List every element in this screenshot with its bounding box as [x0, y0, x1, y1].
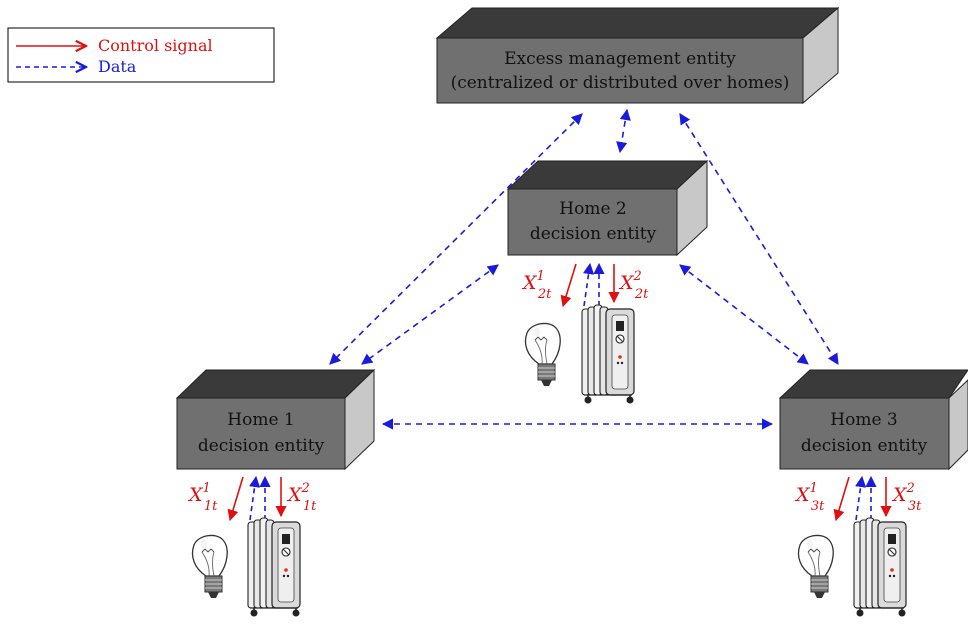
legend-data-label: Data: [98, 57, 137, 76]
home-2-subtitle: decision entity: [530, 224, 657, 244]
home-3-subtitle: decision entity: [801, 436, 928, 456]
home-3-data-bulb: [855, 475, 867, 521]
link-excess-home3: [679, 113, 839, 365]
light-bulb-icon: [524, 322, 561, 387]
home-1-control-bulb: [227, 476, 244, 522]
home-1-box-front: [176, 397, 346, 470]
legend-frame: [7, 27, 275, 83]
home-1-box: Home 1 decision entity: [175, 368, 376, 471]
home-3-box-top: [778, 369, 968, 399]
home-2-data-bulb: [583, 262, 595, 307]
data-links: [329, 108, 839, 430]
home-3-box-front: [779, 397, 950, 470]
excess-management-box: Excess management entity (centralized or…: [435, 6, 840, 105]
oil-radiator-heater-icon: [581, 304, 635, 405]
oil-radiator-heater-icon: [247, 517, 301, 618]
link-excess-home2: [616, 108, 631, 154]
link-excess-home1: [329, 113, 583, 365]
excess-box-title: Excess management entity: [504, 49, 736, 69]
oil-radiator-heater-icon: [853, 517, 907, 618]
home-1-box-top: [175, 369, 376, 399]
light-bulb-icon: [797, 534, 834, 599]
link-home2-home3: [679, 264, 809, 365]
excess-box-front: [436, 37, 804, 104]
home-1-data-bulb: [249, 475, 261, 521]
home-1-title: Home 1: [227, 410, 294, 430]
home-2-title: Home 2: [559, 199, 626, 219]
light-bulb-icon: [191, 534, 228, 599]
home-2-box-top: [506, 160, 709, 190]
home-3-title: Home 3: [830, 410, 897, 430]
link-home2-home1: [361, 264, 499, 365]
legend-control-label: Control signal: [98, 36, 213, 55]
home-1-subtitle: decision entity: [198, 436, 325, 456]
home-2-control-bulb: [560, 263, 577, 308]
legend: Control signal Data: [7, 27, 275, 83]
home-3-control-bulb: [833, 476, 850, 522]
excess-box-subtitle: (centralized or distributed over homes): [451, 73, 790, 93]
excess-box-top: [435, 7, 840, 39]
home-2-box: Home 2 decision entity: [506, 159, 709, 257]
home-3-box: Home 3 decision entity: [778, 369, 968, 471]
